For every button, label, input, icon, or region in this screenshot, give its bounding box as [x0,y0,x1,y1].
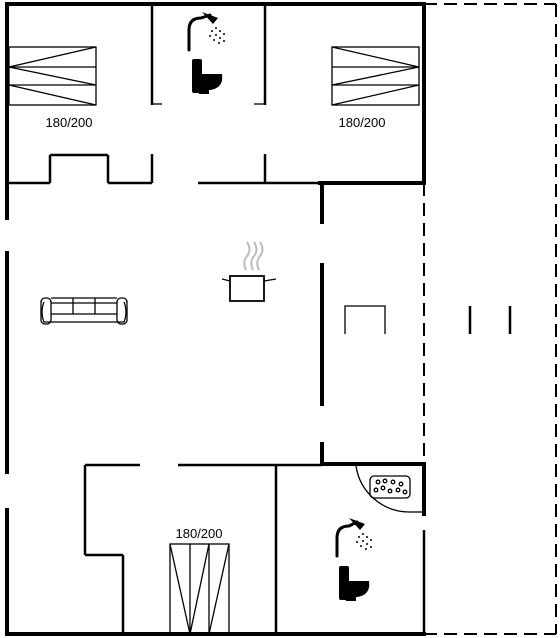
whirlpool-icon [355,465,424,513]
bed-icon [8,46,97,106]
toilet-icon [192,59,223,94]
shower-icon [187,12,225,52]
bed-icon [331,46,420,106]
sofa-icon [40,297,128,325]
toilet-icon [339,566,370,601]
bed-icon [169,543,230,635]
shower-icon [335,518,372,558]
bed-size-label: 180/200 [46,115,93,130]
cooking-pot-icon [221,241,277,302]
interior-walls [7,4,426,634]
terrace-outline [423,3,557,635]
bed-size-label: 180/200 [339,115,386,130]
bed-size-label: 180/200 [176,526,223,541]
